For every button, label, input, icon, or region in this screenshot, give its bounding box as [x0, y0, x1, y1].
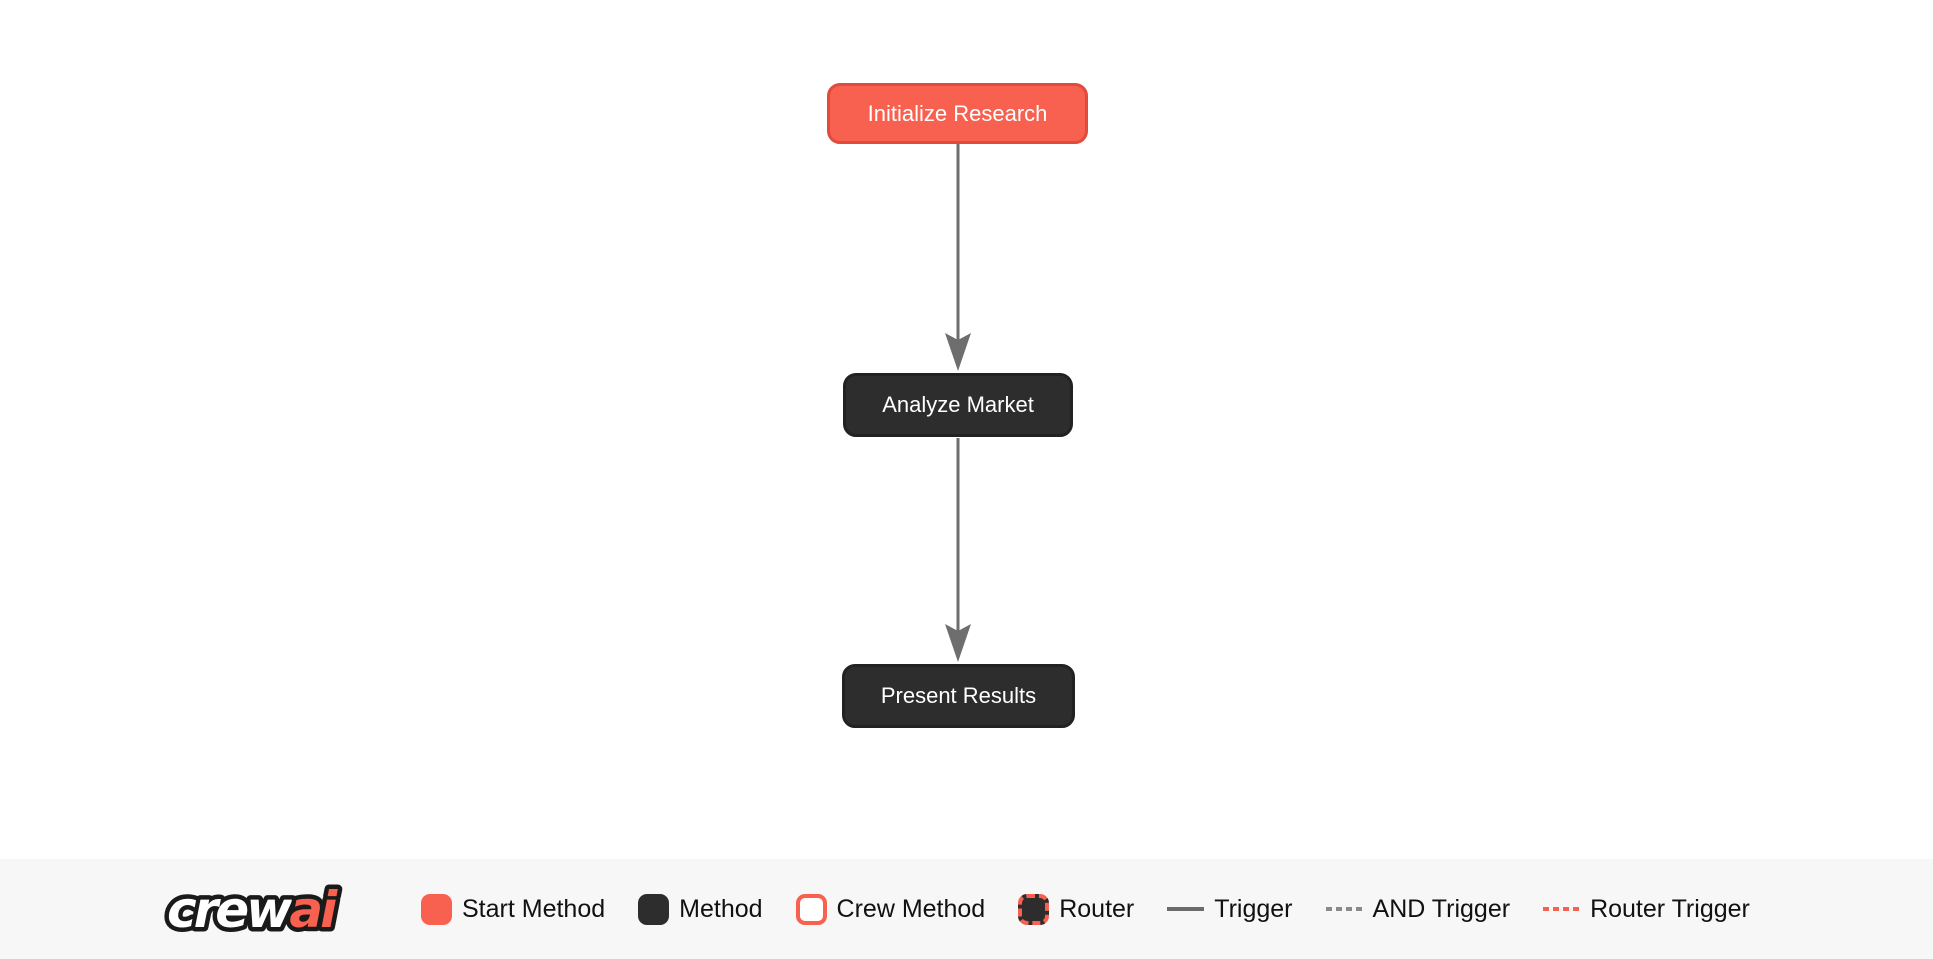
crewai-logo: crewai crewai: [163, 873, 350, 945]
legend-label: Trigger: [1214, 894, 1293, 923]
legend-label: Method: [679, 894, 763, 923]
legend-label: Start Method: [462, 894, 606, 923]
logo-text-ai: ai: [289, 881, 338, 939]
legend-item-router-trigger: Router Trigger: [1543, 895, 1750, 924]
legend-item-crew-method: Crew Method: [795, 893, 986, 925]
legend-label: AND Trigger: [1372, 894, 1511, 923]
crew-method-swatch-icon: [795, 893, 827, 925]
legend-label: Crew Method: [836, 894, 986, 923]
flow-node-analyze-market[interactable]: Analyze Market: [843, 373, 1073, 437]
flow-node-label: Initialize Research: [867, 100, 1048, 126]
legend-bar: crewai crewai Start Method Method Crew M…: [0, 859, 1933, 959]
flow-node-initialize-research[interactable]: Initialize Research: [827, 83, 1088, 144]
legend-item-start-method: Start Method: [421, 893, 606, 925]
legend-label: Router: [1059, 894, 1135, 923]
legend-items: Start Method Method Crew Method Router T…: [421, 893, 1750, 925]
legend-item-and-trigger: AND Trigger: [1325, 894, 1511, 924]
flow-node-present-results[interactable]: Present Results: [842, 664, 1075, 728]
start-method-swatch-icon: [421, 893, 452, 925]
and-trigger-line-icon: [1325, 907, 1363, 911]
logo-halo-crew: crew: [167, 881, 293, 939]
legend-item-router: Router: [1018, 893, 1135, 925]
method-swatch-icon: [638, 893, 670, 925]
edge-trigger-1: [945, 144, 971, 371]
svg-text:crewai: crewai: [167, 881, 338, 939]
legend-item-trigger: Trigger: [1167, 894, 1293, 924]
trigger-line-icon: [1167, 907, 1205, 911]
flow-canvas: Initialize Research Analyze Market Prese…: [827, 83, 1088, 728]
router-swatch-icon: [1018, 893, 1050, 925]
legend-item-method: Method: [638, 893, 763, 925]
flow-node-label: Analyze Market: [882, 392, 1034, 417]
router-trigger-line-icon: [1543, 907, 1581, 911]
legend-label: Router Trigger: [1590, 894, 1750, 923]
logo-text-crew: crew: [167, 881, 293, 939]
flow-node-label: Present Results: [880, 683, 1037, 708]
edge-trigger-2: [945, 438, 971, 662]
